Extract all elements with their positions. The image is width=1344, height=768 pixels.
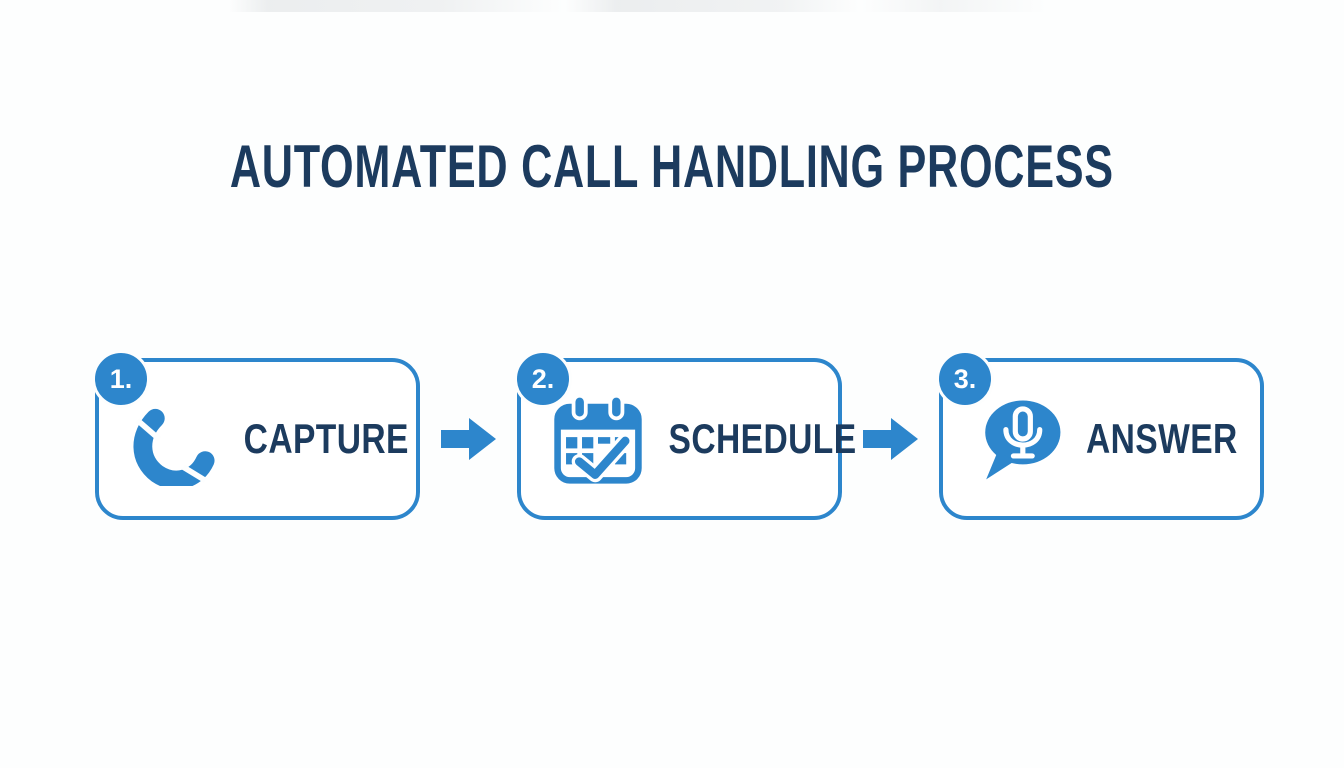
- mic-speech-bubble-icon: [985, 400, 1061, 480]
- step-number-badge: 1.: [92, 350, 150, 408]
- step-number-badge: 2.: [514, 350, 572, 408]
- process-steps-row: 1. CAPTURE 2.: [92, 350, 1264, 520]
- diagram-header: AUTOMATED CALL HANDLING PROCESS: [0, 132, 1344, 201]
- connector-2: [842, 417, 939, 461]
- arrow-right-icon: [440, 418, 496, 460]
- page-title: AUTOMATED CALL HANDLING PROCESS: [230, 133, 1114, 200]
- connector-1: [420, 417, 517, 461]
- step-box-capture: 1. CAPTURE: [92, 350, 420, 520]
- scan-artifact-strip: [0, 0, 1344, 12]
- calendar-check-icon: [554, 393, 642, 484]
- step-label: CAPTURE: [243, 415, 409, 462]
- step-label: ANSWER: [1085, 415, 1238, 462]
- phone-icon: [133, 408, 215, 486]
- arrow-right-icon: [862, 418, 918, 460]
- step-number: 3.: [953, 363, 977, 394]
- step-number-badge: 3.: [936, 350, 994, 408]
- step-box-answer: 3. ANSWER: [936, 350, 1264, 520]
- step-number: 2.: [531, 363, 555, 394]
- step-label: SCHEDULE: [668, 415, 857, 462]
- step-box-schedule: 2. SCHEDULE: [514, 350, 856, 520]
- step-number: 1.: [109, 363, 133, 394]
